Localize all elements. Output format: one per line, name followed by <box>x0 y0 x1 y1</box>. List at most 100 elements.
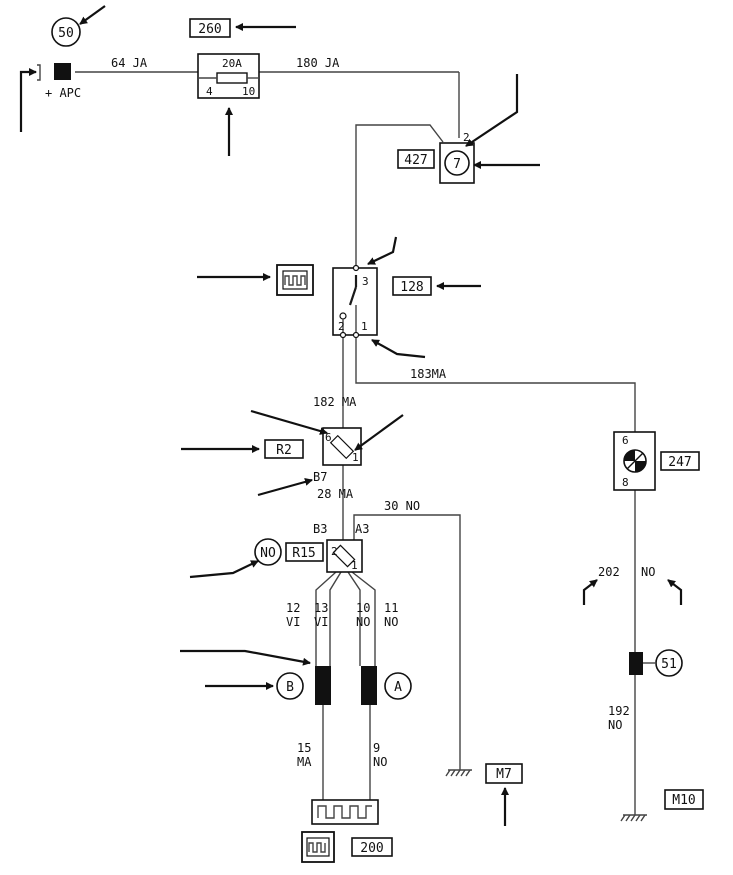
pin-label-a3: A3 <box>355 522 369 536</box>
wire-label-12-num: 12 <box>286 601 300 615</box>
wire-label-64: 64 JA <box>111 56 148 70</box>
arrow-202-left <box>582 579 598 605</box>
ground-m10: M10 <box>620 789 704 822</box>
svg-text:247: 247 <box>668 455 691 470</box>
wire-label-13-num: 13 <box>314 601 328 615</box>
relay-r2-pin-1: 1 <box>352 451 359 464</box>
svg-text:128: 128 <box>400 280 423 295</box>
wire-label-192-col: NO <box>608 718 622 732</box>
svg-text:R15: R15 <box>292 546 315 561</box>
arrow-128-pin <box>367 236 398 265</box>
pin-label-b3: B3 <box>313 522 327 536</box>
fuse-box: 20A 4 10 <box>197 53 260 99</box>
arrow-202-right <box>667 579 683 605</box>
wire-label-180: 180 JA <box>296 56 340 70</box>
wire-10 <box>347 571 361 666</box>
switch-427-pin: 2 <box>463 131 470 144</box>
wire-label-202-col: NO <box>641 565 655 579</box>
fuse-element <box>216 72 248 84</box>
wire-label-182: 182 MA <box>313 395 357 409</box>
connector-51: 51 <box>655 649 683 677</box>
component-r15-tag: R15 <box>285 542 324 562</box>
relay-r2: 6 1 <box>322 427 362 466</box>
wire-label-202-num: 202 <box>598 565 620 579</box>
svg-text:260: 260 <box>198 22 221 37</box>
wire-label-28: 28 MA <box>317 487 354 501</box>
connector-a: A <box>361 666 412 705</box>
connector-no: NO <box>254 538 282 566</box>
switch-128-pin-1: 1 <box>361 320 368 333</box>
svg-text:M10: M10 <box>672 793 695 808</box>
lamp-247-pin-6: 6 <box>622 434 629 447</box>
lamp-247-pin-8: 8 <box>622 476 629 489</box>
wire-label-15-col: MA <box>297 755 312 769</box>
connector-51-block <box>629 652 655 675</box>
wire-label-10-col: NO <box>356 615 370 629</box>
svg-text:B: B <box>286 680 294 695</box>
svg-text:A: A <box>394 680 402 695</box>
fuse-pin-out: 10 <box>242 85 255 98</box>
connector-b: B <box>276 666 331 705</box>
wires <box>75 71 636 815</box>
wire-label-30: 30 NO <box>384 499 420 513</box>
wire-12 <box>315 571 337 666</box>
wire-label-12-col: VI <box>286 615 300 629</box>
component-200-tag: 200 <box>351 837 393 857</box>
connector-block-50 <box>54 63 71 80</box>
wire-13 <box>329 571 342 666</box>
relay-r15-pin-2: 2 <box>331 545 338 558</box>
relay-r15-pin-1: 1 <box>351 559 358 572</box>
wire-label-10-num: 10 <box>356 601 370 615</box>
wire-label-183: 183MA <box>410 367 447 381</box>
wire-label-11-num: 11 <box>384 601 398 615</box>
connector-50-label: 50 <box>58 26 74 41</box>
arrow-r2-right <box>354 414 404 451</box>
fuse-pin-in: 4 <box>206 85 213 98</box>
lamp-247: 6 8 <box>613 431 656 491</box>
svg-text:M7: M7 <box>496 767 512 782</box>
switch-128-pin-2: 2 <box>338 320 345 333</box>
wire-427-to-128 <box>355 124 444 268</box>
wire-label-15-num: 15 <box>297 741 311 755</box>
wire-label-9-num: 9 <box>373 741 380 755</box>
switch-128-pin-3: 3 <box>362 275 369 288</box>
heated-glass-icon <box>276 264 314 296</box>
svg-text:427: 427 <box>404 153 427 168</box>
arrow-no <box>189 560 259 579</box>
heated-rear-window <box>311 799 379 825</box>
supply-connector: + APC <box>37 63 81 100</box>
arrow-427-pin <box>465 74 519 147</box>
pointer-arrows <box>19 5 683 826</box>
wire-labels: 64 JA 180 JA 182 MA 183MA 28 MA 30 NO 20… <box>111 56 655 769</box>
wire-label-13-col: VI <box>314 615 328 629</box>
component-128-tag: 128 <box>392 276 432 296</box>
switch-427: 7 2 <box>439 131 475 184</box>
wire-label-192-num: 192 <box>608 704 630 718</box>
component-260-tag: 260 <box>189 18 231 38</box>
component-247-tag: 247 <box>660 451 700 471</box>
wire-30 <box>353 514 461 770</box>
wire-label-9-col: NO <box>373 755 387 769</box>
supply-label: + APC <box>45 86 81 100</box>
svg-text:200: 200 <box>360 841 383 856</box>
switch-427-symbol: 7 <box>453 157 461 172</box>
fuse-rating: 20A <box>222 57 242 70</box>
arrow-b7 <box>257 478 313 497</box>
wire-183 <box>355 335 636 432</box>
switch-128: 3 2 1 <box>332 264 378 339</box>
svg-text:R2: R2 <box>276 443 292 458</box>
svg-text:NO: NO <box>260 546 276 561</box>
heated-glass-icon-bottom <box>301 831 335 863</box>
arrow-supply <box>19 68 37 132</box>
ground-m7: M7 <box>445 763 523 784</box>
arrow-50 <box>79 5 106 25</box>
arrow-128-bottom <box>371 339 426 359</box>
pin-label-b7: B7 <box>313 470 327 484</box>
svg-text:51: 51 <box>661 657 677 672</box>
relay-r15: 2 1 <box>326 539 363 573</box>
wire-11 <box>351 571 376 666</box>
arrow-b-wire <box>180 649 311 666</box>
connector-50: 50 <box>51 17 81 47</box>
component-r2-tag: R2 <box>264 439 304 459</box>
